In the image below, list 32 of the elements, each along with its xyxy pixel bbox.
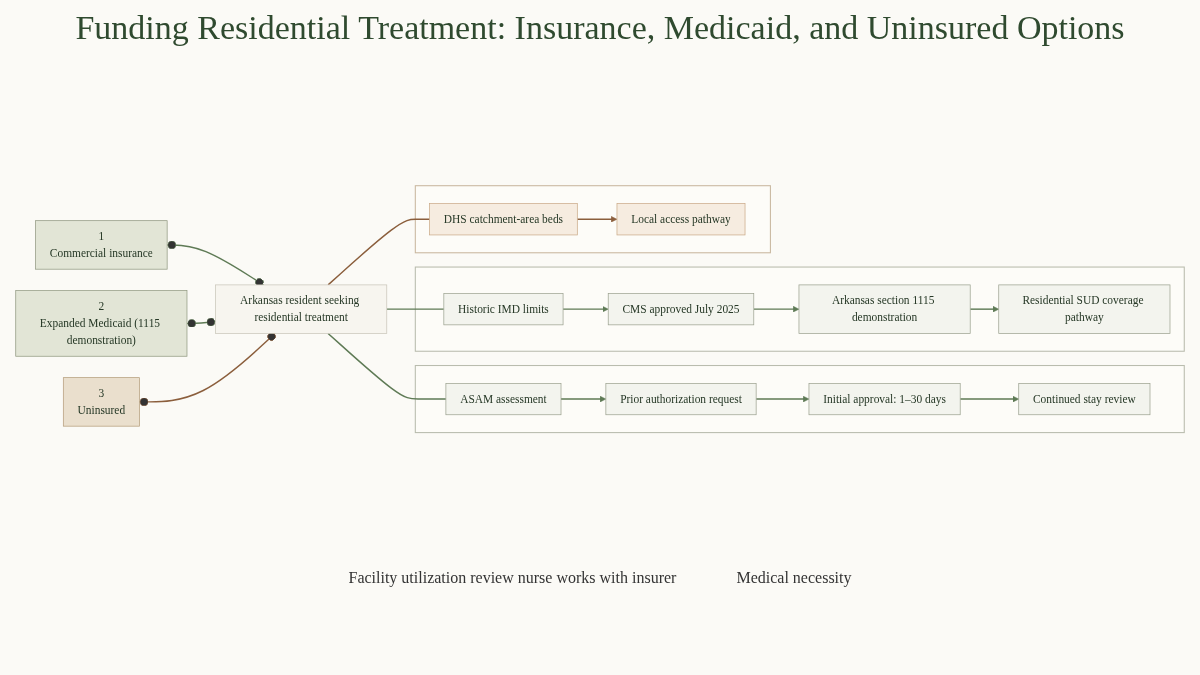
connector — [386, 308, 445, 310]
connector — [327, 332, 447, 400]
arrow — [969, 305, 1000, 313]
arrow — [753, 305, 800, 313]
node-box: Continued stay review — [1018, 382, 1151, 416]
arrow — [560, 395, 607, 403]
arrow — [576, 216, 618, 223]
node-box: Residential SUD coverage pathway — [998, 284, 1171, 334]
node-box: 1 Commercial insurance — [35, 220, 168, 270]
node-box: 3 Uninsured — [62, 377, 140, 427]
node-box: CMS approved July 2025 — [607, 293, 755, 326]
node-box: 2 Expanded Medicaid (1115 demonstration) — [15, 290, 188, 357]
connector — [327, 218, 431, 286]
arrow — [562, 305, 609, 313]
node-box: Initial approval: 1–30 days — [808, 382, 961, 416]
cluster — [414, 364, 1185, 434]
connector — [186, 317, 217, 328]
node-box: DHS catchment-area beds — [429, 203, 578, 236]
note-text: Medical necessity — [736, 569, 852, 588]
cluster — [414, 266, 1185, 352]
note-text: Facility utilization review nurse works with insurer — [348, 569, 677, 588]
node-box: Local access pathway — [616, 203, 746, 236]
node-box: Prior authorization request — [605, 382, 757, 416]
node-box: ASAM assessment — [445, 382, 562, 416]
node-box: Arkansas section 1115 demonstration — [798, 284, 971, 334]
node-box: Historic IMD limits — [443, 293, 564, 326]
arrow — [959, 395, 1019, 403]
diagram-title: Funding Residential Treatment: Insurance, Medicaid, and Uninsured Options — [74, 8, 1126, 48]
arrow — [755, 395, 810, 403]
node-box: Arkansas resident seeking residential treatment — [215, 284, 388, 334]
connector — [138, 332, 276, 407]
cluster — [414, 185, 771, 254]
